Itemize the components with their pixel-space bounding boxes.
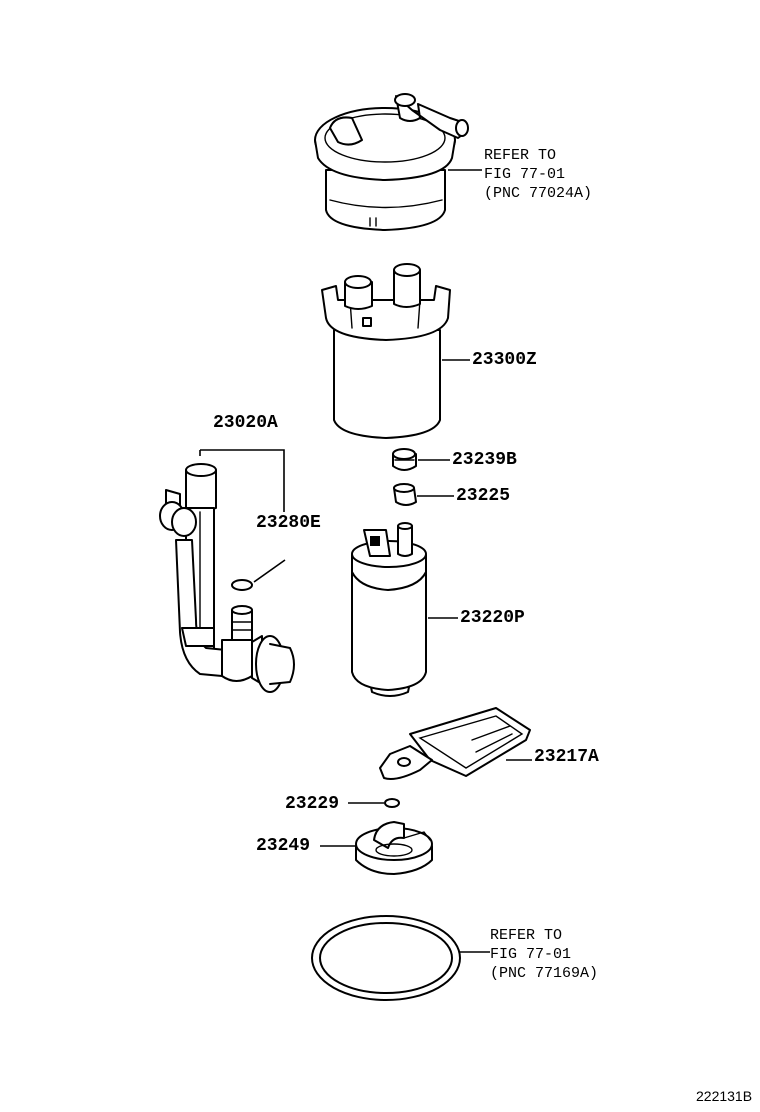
ref-top-line1: REFER TO: [484, 147, 557, 164]
label-23280E[interactable]: 23280E: [256, 513, 321, 533]
label-23249[interactable]: 23249: [256, 836, 311, 856]
tank-gasket: [311, 915, 461, 1001]
label-23225[interactable]: 23225: [456, 486, 511, 506]
ref-top-line3: (PNC 77024A): [484, 185, 593, 202]
diagram-code: 222131B: [696, 1088, 753, 1104]
ref-bottom-line3: (PNC 77169A): [490, 965, 599, 982]
tube-subassy-23020A: [159, 463, 295, 693]
label-23217A[interactable]: 23217A: [534, 747, 599, 767]
bracket-23249: [355, 821, 433, 875]
filter-housing-cap: [314, 93, 469, 231]
ref-bottom-line2: FIG 77-01: [490, 946, 572, 963]
ref-note-bottom: REFER TO FIG 77-01 (PNC 77169A): [490, 926, 598, 983]
o-ring-23280E: [231, 579, 253, 591]
cushion-23225: [393, 483, 417, 506]
ref-top-line2: FIG 77-01: [484, 166, 566, 183]
ref-bottom-line1: REFER TO: [490, 927, 563, 944]
leader-23280E: [253, 559, 286, 583]
fuel-filter-23300Z: [321, 263, 451, 439]
grommet-23239B: [392, 448, 417, 471]
suction-filter-23217A: [379, 707, 531, 780]
ref-note-top: REFER TO FIG 77-01 (PNC 77024A): [484, 146, 592, 203]
leader-23020A: [199, 449, 285, 512]
label-23239B[interactable]: 23239B: [452, 450, 517, 470]
clamp-23229: [384, 798, 400, 808]
label-23300Z[interactable]: 23300Z: [472, 350, 537, 370]
fuel-pump-23220P: [351, 522, 427, 697]
label-23229[interactable]: 23229: [285, 794, 340, 814]
label-23220P[interactable]: 23220P: [460, 608, 525, 628]
label-23020A[interactable]: 23020A: [213, 413, 278, 433]
